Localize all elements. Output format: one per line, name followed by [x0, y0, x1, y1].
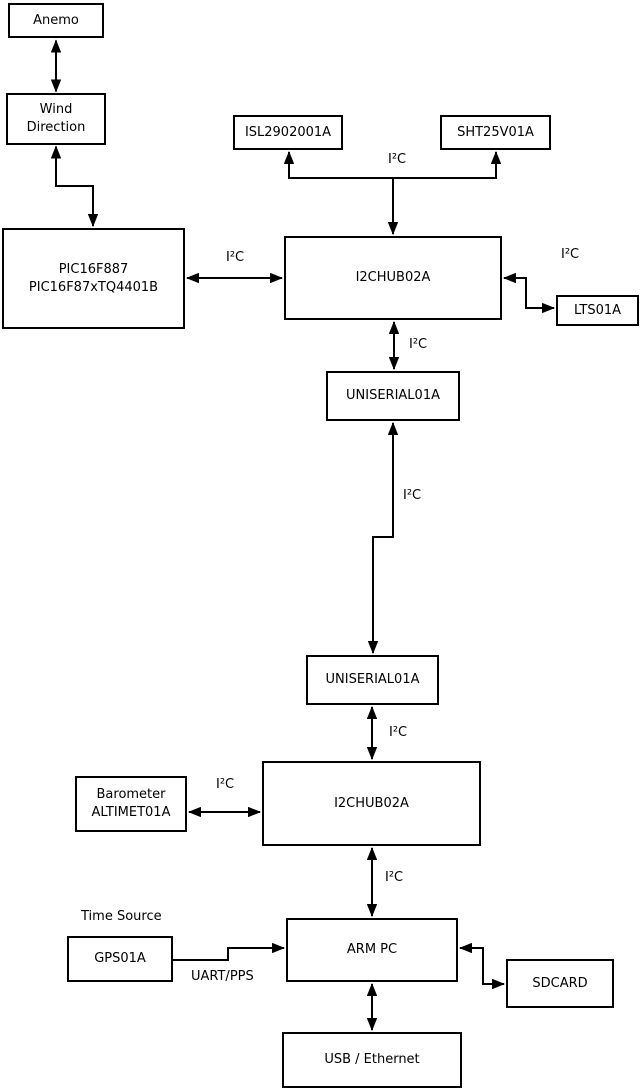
node-wind-direction: Wind Direction	[6, 93, 106, 145]
edge-label-i2c-sensors: I²C	[388, 152, 407, 167]
node-uniserial01a-top: UNISERIAL01A	[326, 371, 460, 421]
node-barometer-altimet01a: Barometer ALTIMET01A	[75, 776, 187, 832]
edge-gps-armpc	[173, 942, 286, 961]
edge-i2chubtop-isl	[283, 150, 399, 236]
node-gps01a: GPS01A	[67, 936, 173, 982]
node-uniserial01a-bottom: UNISERIAL01A	[306, 655, 439, 705]
edge-label-uart-pps: UART/PPS	[191, 969, 254, 984]
edge-label-i2c-pic-hub: I²C	[226, 250, 245, 265]
edge-armpc-sdcard	[458, 942, 506, 990]
node-anemo: Anemo	[8, 3, 104, 38]
node-i2chub02a-bottom: I2CHUB02A	[262, 761, 481, 846]
node-i2chub02a-top: I2CHUB02A	[284, 236, 502, 320]
edge-label-i2c-uniserial-link: I²C	[403, 488, 422, 503]
edge-i2chubtop-sht	[393, 150, 502, 179]
edge-label-i2c-uniserial-hub: I²C	[389, 725, 408, 740]
node-pic16f887: PIC16F887 PIC16F87xTQ4401B	[2, 228, 185, 329]
node-lts01a: LTS01A	[556, 295, 639, 326]
edge-label-time-source: Time Source	[81, 909, 162, 924]
edge-label-i2c-lts: I²C	[561, 247, 580, 262]
edge-label-i2c-barometer: I²C	[216, 777, 235, 792]
edge-i2chubtop-lts	[502, 272, 556, 314]
edge-label-i2c-hub-armpc: I²C	[385, 870, 404, 885]
node-arm-pc: ARM PC	[286, 918, 458, 982]
edge-winddirection-pic	[50, 145, 99, 228]
node-sht25v01a: SHT25V01A	[440, 115, 551, 150]
node-sdcard: SDCARD	[506, 959, 614, 1008]
node-isl2902001a: ISL2902001A	[233, 115, 343, 150]
node-usb-ethernet: USB / Ethernet	[282, 1032, 462, 1088]
edge-label-i2c-hub-uniserial: I²C	[409, 337, 428, 352]
edge-uniserialtop-uniserialbottom	[367, 421, 399, 655]
